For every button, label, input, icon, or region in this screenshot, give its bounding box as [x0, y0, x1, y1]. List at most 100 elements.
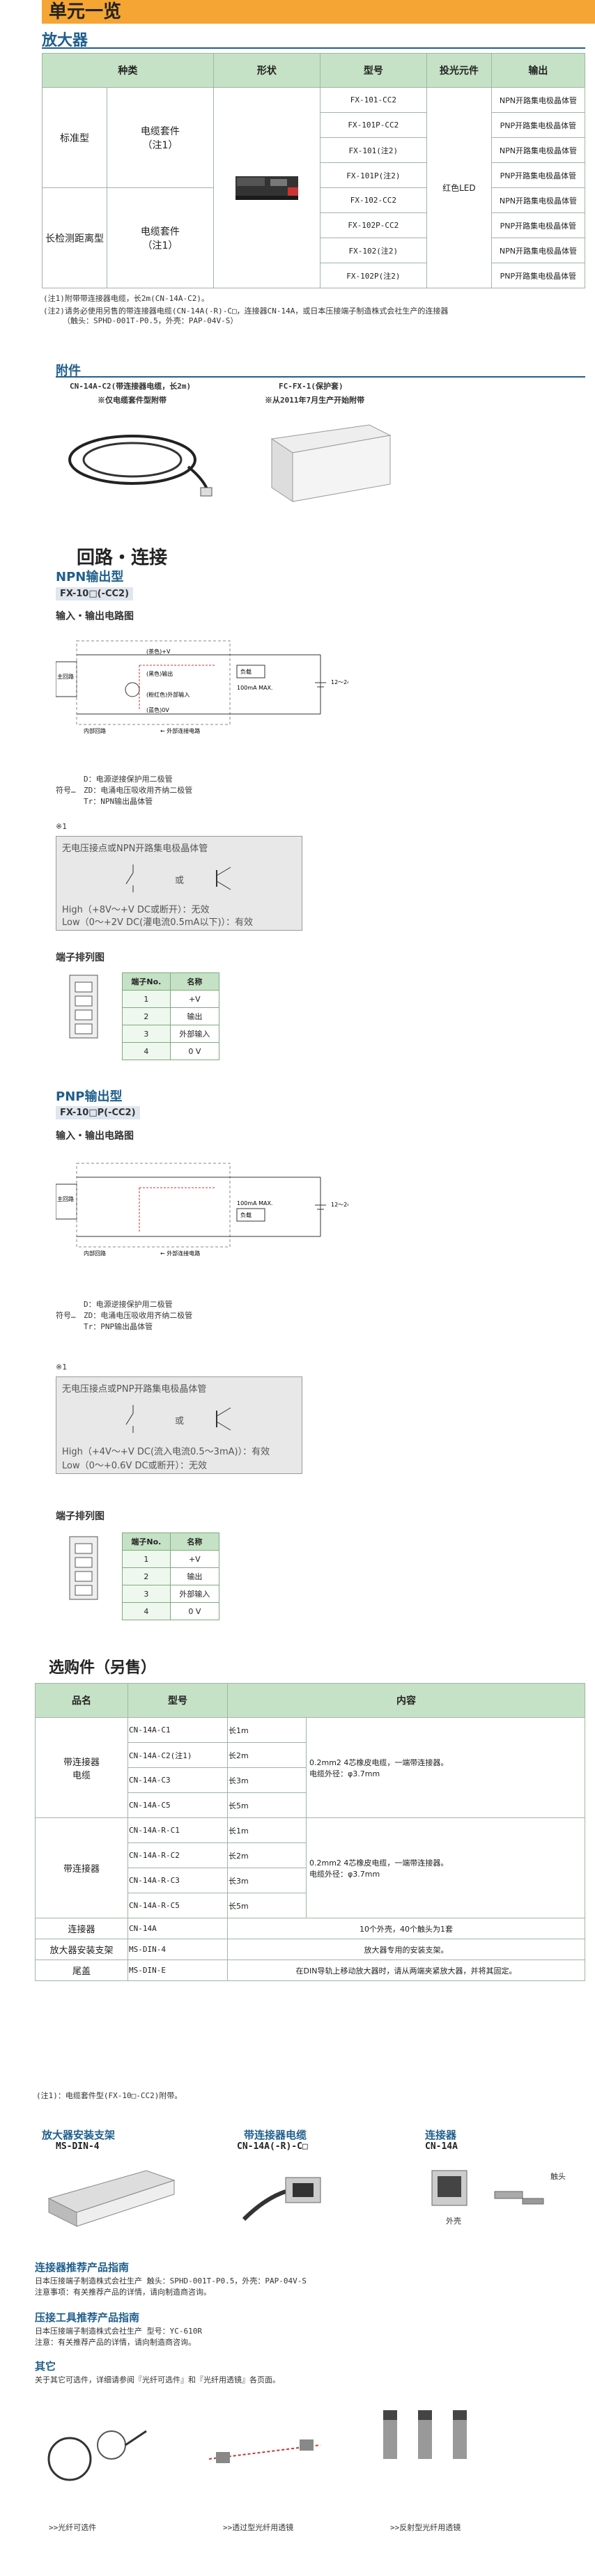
pnp-model-badge: FX-10□P(-CC2): [56, 1106, 140, 1119]
pnp-box-line1: High（+4V～+V DC(流入电流0.5～3mA)）：有效: [62, 1447, 270, 1457]
header-bar: 单元一览: [42, 0, 595, 24]
col-type: 种类: [42, 53, 214, 88]
pin-header-name: 名称: [169, 972, 220, 991]
contact-symbol: [125, 864, 134, 892]
opt-desc3: 10个外壳，40个触头为1套: [227, 1918, 585, 1939]
divider: [56, 376, 585, 378]
opt-length: 长1m: [227, 1817, 307, 1843]
svg-text:100mA MAX.: 100mA MAX.: [237, 1200, 272, 1206]
opt-desc4: 放大器专用的安装支架。: [227, 1939, 585, 1960]
product-3-photo: [431, 2170, 544, 2206]
opt-model: CN-14A-R-C1: [128, 1817, 228, 1843]
options-title: 选购件（另售）: [49, 1659, 157, 1677]
svg-text:主回路: 主回路: [57, 673, 74, 680]
pin-name: 0 V: [169, 1042, 220, 1060]
accessories-title: 附件: [56, 364, 81, 378]
npn-box-title: 无电压接点或NPN开路集电极晶体管: [62, 844, 208, 854]
pin-no: 1: [122, 990, 171, 1008]
opt-model: CN-14A-C2(注1): [128, 1742, 228, 1768]
recommend2-text2: 注意：有关推荐产品的详情，请向制造商咨询。: [35, 2338, 196, 2347]
pin-header-no: 端子No.: [122, 972, 171, 991]
opt-model: MS-DIN-E: [128, 1960, 228, 1981]
pnp-legend-3: Tr：PNP输出晶体管: [84, 1322, 153, 1331]
opt-model: CN-14A-C1: [128, 1717, 228, 1743]
svg-text:← 外部连接电路: ← 外部连接电路: [160, 1250, 200, 1257]
pin-no: 3: [122, 1585, 171, 1603]
product-2-model: CN-14A(-R)-C□: [237, 2141, 308, 2152]
opt-col-name: 品名: [35, 1683, 128, 1718]
cover-photo: [270, 424, 392, 502]
product-1-model: MS-DIN-4: [56, 2141, 100, 2152]
note-2: (注2)请务必使用另售的带连接器电缆(CN-14A(-R)-C□，连接器CN-1…: [43, 307, 449, 316]
opt-length: 长1m: [227, 1717, 307, 1743]
npn-io-label: 输入・输出电路图: [56, 611, 134, 622]
output-cell: NPN开路集电极晶体管: [490, 137, 586, 163]
pin-name: 输出: [169, 1567, 220, 1585]
type-long: 长检测距离型: [42, 187, 107, 288]
pin-name: +V: [169, 990, 220, 1008]
amplifier-photo: [235, 176, 298, 200]
opt-cat5: 尾盖: [35, 1960, 128, 1981]
opt-length: 长2m: [227, 1842, 307, 1868]
contact-label: 触头: [550, 2172, 566, 2181]
amplifier-table: 种类 形状 型号 投光元件 输出 标准型 电缆套件 （注1） FX-101-CC…: [42, 53, 586, 288]
type-standard: 标准型: [42, 87, 107, 188]
light-element: 红色LED: [426, 87, 492, 288]
svg-text:100mA MAX.: 100mA MAX.: [237, 685, 272, 691]
pnp-circuit-diagram: 100mA MAX. 负载 12～24V DC 主回路 内部回路 ← 外部连接电…: [56, 1163, 348, 1257]
npn-legend-3: Tr：NPN输出晶体管: [84, 797, 153, 806]
output-cell: PNP开路集电极晶体管: [490, 212, 586, 238]
opt-col-model: 型号: [128, 1683, 228, 1718]
opt-length: 长5m: [227, 1893, 307, 1918]
type-long-sub: 电缆套件 （注1）: [107, 187, 214, 288]
transmission-lens-photo: [208, 2439, 321, 2463]
model-cell: FX-101P-CC2: [319, 112, 427, 138]
npn-box-line1: High（+8V～+V DC或断开）：无效: [62, 905, 210, 915]
output-cell: PNP开路集电极晶体管: [490, 263, 586, 288]
svg-text:12～24V DC: 12～24V DC: [331, 1202, 348, 1208]
pnp-legend-sym: 符号…: [56, 1311, 76, 1320]
note-1: (注1)附带带连接器电缆，长2m(CN-14A-C2)。: [43, 294, 209, 303]
opt-cat3: 连接器: [35, 1918, 128, 1939]
options-table: 品名 型号 内容 带连接器 电缆 CN-14A-C1 长1m 0.2mm2 4芯…: [35, 1683, 585, 1981]
recommend1-text: 日本压接端子制造株式会社生产 触头：SPHD-001T-P0.5，外壳：PAP-…: [35, 2276, 307, 2286]
opt-model: MS-DIN-4: [128, 1939, 228, 1960]
accessory-1-title: CN-14A-C2(带连接器电缆，长2m): [70, 382, 192, 391]
npn-legend-1: D：电源逆接保护用二极管: [84, 775, 173, 784]
svg-text:内部回路: 内部回路: [84, 727, 106, 734]
pin-header-name: 名称: [169, 1533, 220, 1551]
pnp-legend-1: D：电源逆接保护用二极管: [84, 1300, 173, 1309]
npn-connector-drawing: [69, 975, 98, 1039]
case-label: 外壳: [446, 2217, 461, 2226]
opt-desc2: 0.2mm2 4芯橡皮电缆，一端带连接器。 电缆外径：φ3.7mm: [306, 1817, 585, 1918]
npn-model: FX-10□(-CC2): [60, 589, 130, 599]
output-cell: NPN开路集电极晶体管: [490, 187, 586, 213]
others-text: 关于其它可选件，详细请参阅『光纤可选件』和『光纤用透镜』各页面。: [35, 2375, 280, 2384]
link-transmission-lens[interactable]: >>透过型光纤用透镜: [223, 2523, 294, 2532]
link-reflective-lens[interactable]: >>反射型光纤用透镜: [390, 2523, 461, 2532]
circuit-title: 回路・连接: [77, 548, 168, 568]
pnp-input-box: 无电压接点或PNP开路集电极晶体管 或 High（+4V～+V DC(流入电流0…: [56, 1376, 302, 1474]
svg-text:(黑色)输出: (黑色)输出: [146, 670, 173, 677]
pnp-pin-title: 端子排列图: [56, 1511, 105, 1522]
link-fiber-options[interactable]: >>光纤可选件: [49, 2523, 97, 2532]
pnp-legend-2: ZD：电涌电压吸收用齐纳二极管: [84, 1311, 193, 1320]
pnp-or: 或: [175, 1416, 185, 1427]
divider: [42, 47, 585, 49]
accessory-1-note: ※仅电缆套件型附带: [98, 396, 167, 405]
model-cell: FX-102P-CC2: [319, 212, 427, 238]
svg-text:负载: 负载: [240, 1211, 252, 1218]
pin-no: 3: [122, 1025, 171, 1043]
recommend2-title: 压接工具推荐产品指南: [35, 2311, 140, 2324]
model-cell: FX-101-CC2: [319, 87, 427, 113]
npn-box-line2: Low（0～+2V DC(灌电流0.5mA以下)）：有效: [62, 917, 254, 928]
product-3-model: CN-14A: [425, 2141, 458, 2152]
pnp-box-title: 无电压接点或PNP开路集电极晶体管: [62, 1384, 207, 1395]
product-2-photo: [242, 2177, 321, 2221]
pin-no: 2: [122, 1007, 171, 1025]
pin-name: 输出: [169, 1007, 220, 1025]
accessory-2-title: FC-FX-1(保护套): [279, 382, 343, 391]
svg-text:12～24V DC: 12～24V DC: [331, 679, 348, 685]
opt-model: CN-14A-R-C2: [128, 1842, 228, 1868]
